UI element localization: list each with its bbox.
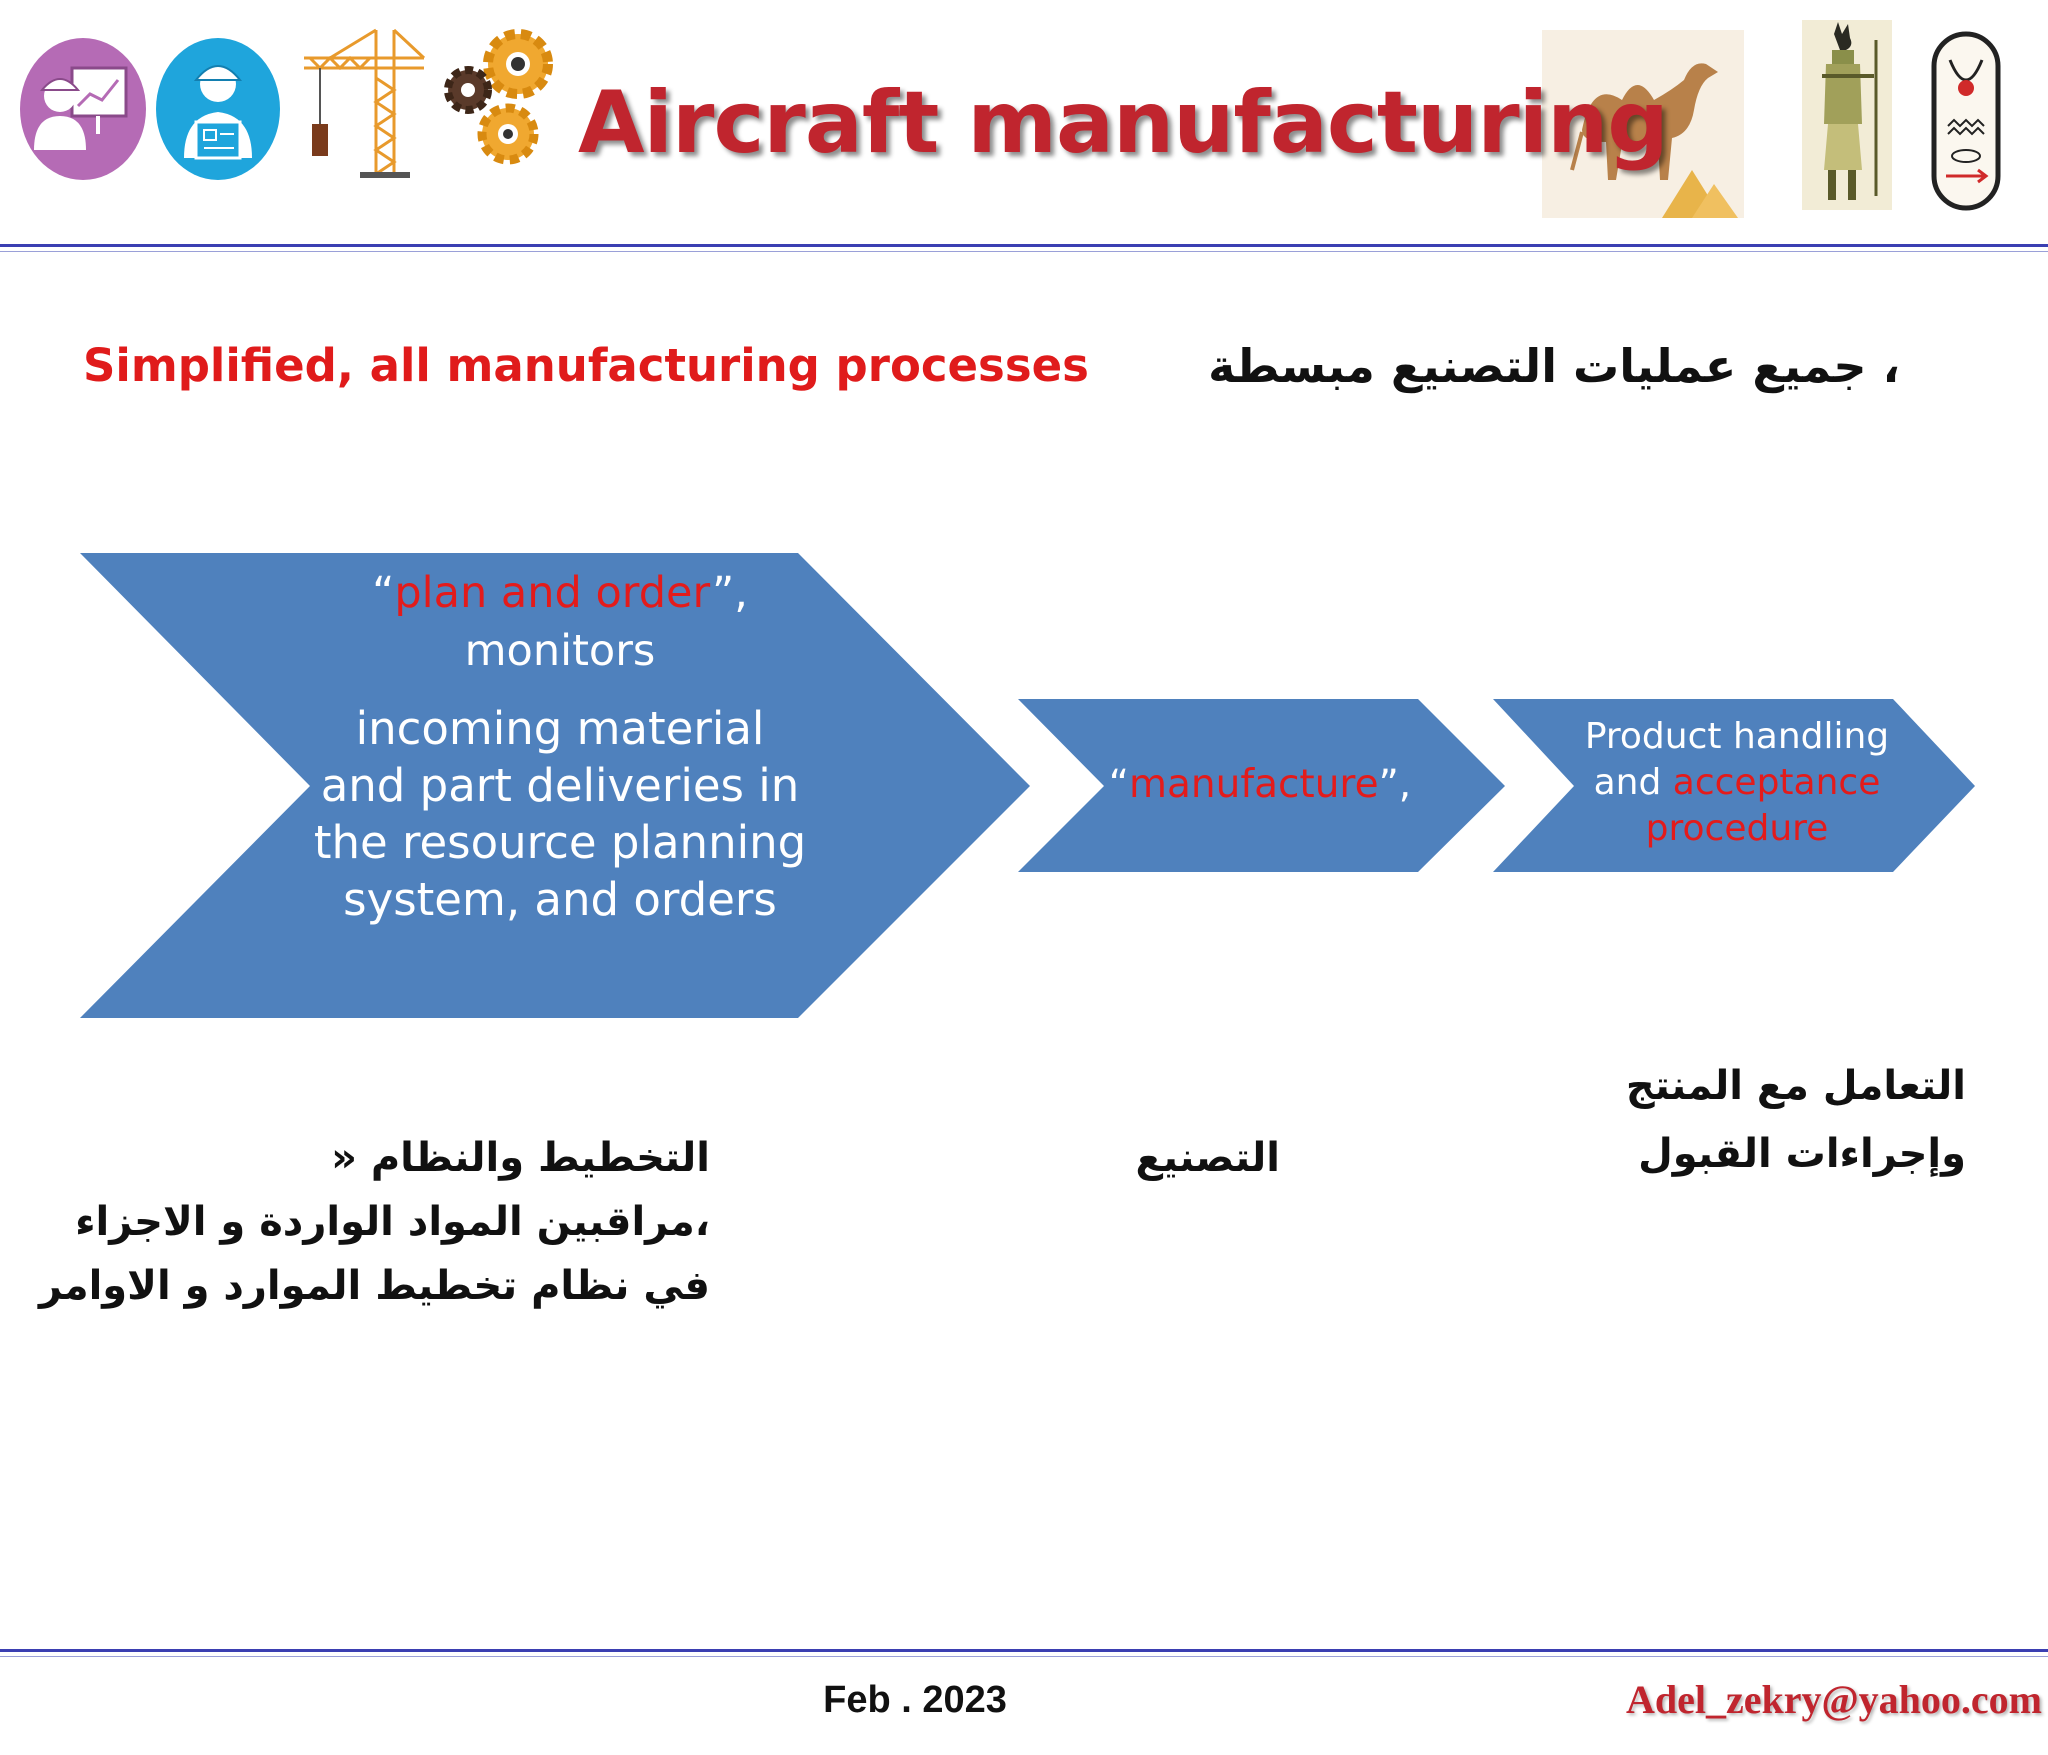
engineer-presentation-icon [20, 38, 146, 180]
footer-divider-thin [0, 1656, 2048, 1657]
body-line: the resource planning [313, 816, 807, 869]
arabic-caption-product-handling: التعامل مع المنتج وإجراءات القبول [1560, 1052, 1966, 1188]
arabic-caption-manufacture: التصنيع [1100, 1126, 1280, 1190]
product-handling-label: Product handling [1584, 716, 1890, 757]
camel-pyramids-image [1542, 30, 1744, 218]
arabic-line: التعامل مع المنتج [1625, 1063, 1966, 1109]
open-quote: “ [372, 568, 395, 618]
subtitle-arabic: ، جميع عمليات التصنيع مبسطة [1208, 339, 1900, 393]
acceptance-label: acceptance [1672, 762, 1881, 803]
monitors-label: monitors [464, 626, 656, 676]
close-quote: ”, [711, 568, 748, 618]
cartouche-image [1930, 30, 2002, 216]
arabic-caption-plan: التخطيط والنظام « ،مراقبين المواد الوارد… [38, 1126, 710, 1318]
arabic-line: التصنيع [1135, 1135, 1280, 1181]
body-line: and part deliveries in [320, 759, 800, 812]
chevron-manufacture-text: “manufacture”, [1090, 758, 1430, 812]
arabic-line: ،مراقبين المواد الواردة و الاجزاء [75, 1199, 710, 1245]
chevron-manufacture [1018, 699, 1505, 872]
body-line: system, and orders [343, 873, 777, 926]
footer-date: Feb . 2023 [823, 1679, 1007, 1721]
arabic-line: وإجراءات القبول [1638, 1131, 1966, 1177]
body-line: incoming material [355, 702, 765, 755]
engineer-blueprint-icon [156, 38, 280, 180]
header-divider [0, 244, 2048, 247]
arabic-line: في نظام تخطيط الموارد و الاوامر [38, 1263, 710, 1309]
subtitle-english: Simplified, all manufacturing processes [83, 339, 1089, 392]
arabic-line: التخطيط والنظام « [331, 1135, 710, 1181]
footer-email: Adel_zekry@yahoo.com [1625, 1677, 2042, 1722]
header-logos [0, 0, 2048, 244]
procedure-label: procedure [1645, 808, 1829, 849]
header-divider-thin [0, 251, 2048, 252]
plan-and-order-label: plan and order [394, 568, 712, 618]
tower-crane-icon [300, 24, 430, 180]
gears-icon [440, 22, 560, 170]
manufacture-label: manufacture [1129, 762, 1379, 807]
anubis-image [1802, 20, 1892, 210]
chevron-product-handling [1493, 699, 1975, 872]
chevron-product-handling-text: Product handling and acceptance procedur… [1560, 714, 1914, 852]
chevron-plan-and-order-text: “plan and order”, monitors incoming mate… [300, 564, 820, 928]
plan-and-order-line: “plan and order”, [300, 564, 820, 622]
and-label: and [1593, 762, 1673, 803]
close-quote: ”, [1378, 762, 1412, 807]
page-title: Aircraft manufacturing [578, 73, 1669, 173]
footer-divider [0, 1649, 2048, 1652]
chevron-plan-and-order [80, 553, 1030, 1018]
open-quote: “ [1108, 762, 1130, 807]
